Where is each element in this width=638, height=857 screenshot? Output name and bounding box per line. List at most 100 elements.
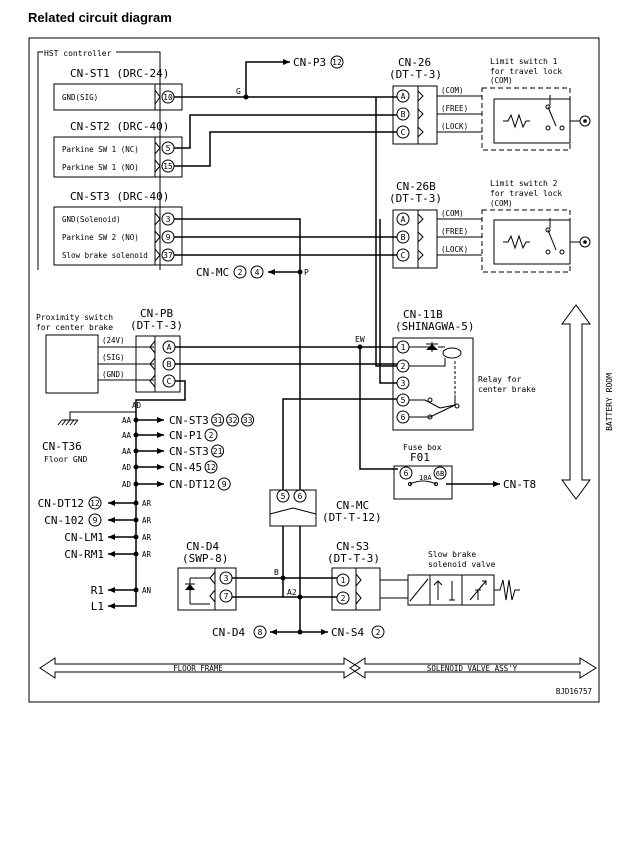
cn-d4-pin3: 3	[224, 574, 229, 583]
ls1-title1: Limit switch 1	[490, 57, 558, 66]
hst-controller-title: HST controller	[44, 49, 112, 58]
cn-26-pin-c: C	[401, 128, 406, 137]
cn-st2-box	[53, 136, 183, 178]
cn-s3-name: CN-S3	[336, 540, 369, 553]
cn-26-name: CN-26	[398, 56, 431, 69]
floor-gnd-label: Floor GND	[44, 455, 88, 464]
gb-pin-circle	[226, 413, 240, 427]
cn-26-pin-a: A	[401, 92, 406, 101]
node-g: G	[236, 87, 241, 96]
gb-pin: 32	[228, 416, 238, 425]
gb-pin: 33	[243, 416, 253, 425]
st3-pin2-label: Parkine SW 2 (NO)	[62, 233, 139, 242]
cn-26b-name: CN-26B	[396, 180, 436, 193]
bottom-section-arrows: FLOOR FRAME SOLENOID VALVE ASS'Y BJD1675…	[39, 657, 597, 696]
cn-11b-pin5: 5	[401, 396, 406, 405]
bottom-cn-d4-pin: 8	[258, 628, 263, 637]
ar-node: AR	[142, 533, 152, 542]
cn-p3-branch: G CN-P3 12	[236, 55, 344, 100]
gb-pin-circle	[204, 460, 218, 474]
ar-pin-circle	[88, 513, 102, 527]
solenoid-assy-label: SOLENOID VALVE ASS'Y	[427, 664, 518, 673]
cn-26b-type: (DT-T-3)	[389, 192, 442, 205]
cn-11b-name: CN-11B	[403, 308, 443, 321]
gb-node: AA	[122, 431, 132, 440]
st1-pin: 10	[163, 93, 173, 102]
gb-label: CN-P1	[169, 429, 202, 442]
fuse-title1: Fuse box	[403, 443, 442, 452]
gb-node: AA	[122, 416, 132, 425]
an-label: R1	[91, 584, 104, 597]
st2-pin2-label: Parkine SW 1 (NO)	[62, 163, 139, 172]
cn-mc-top: CN-MC 2 4 P	[196, 265, 309, 279]
ar-node: AR	[142, 516, 152, 525]
bottom-cn-s4-pin: 2	[376, 628, 381, 637]
cn-11b-pin2: 2	[401, 362, 406, 371]
an-label: L1	[91, 600, 104, 613]
st2-pin1-label: Parkine SW 1 (NC)	[62, 145, 139, 154]
fuse-title2: F01	[410, 451, 430, 464]
cn-26b-free: (FREE)	[441, 227, 468, 236]
gb-label: CN-45	[169, 461, 202, 474]
gb-pin-circle	[241, 413, 255, 427]
page-heading: Related circuit diagram	[28, 10, 172, 25]
cn-pb: CN-PB (DT-T-3) (24V) (SIG) (GND) A B C	[102, 307, 183, 393]
gb-node: AD	[122, 463, 132, 472]
gb-pin-circle	[204, 428, 218, 442]
cn-d4-name: CN-D4	[186, 540, 219, 553]
proximity-switch: Proximity switch for center brake	[36, 313, 154, 394]
cn-mc-top-pin2: 4	[255, 268, 260, 277]
cn-st3-box	[53, 206, 183, 266]
ar-label: CN-LM1	[64, 531, 104, 544]
cn-mc-middle: 5 6 CN-MC (DT-T-12)	[269, 489, 382, 632]
ar-pin: 9	[93, 516, 98, 525]
limit-switch-2: Limit switch 2 for travel lock (COM)	[481, 179, 591, 273]
ground-bus: AD CN-T36 Floor GND	[42, 401, 142, 464]
valve-title2: solenoid valve	[428, 560, 496, 569]
ar-junction	[133, 534, 139, 540]
bottom-cn-d4: CN-D4	[212, 626, 245, 639]
st3-pin2: 9	[166, 233, 171, 242]
cn-26: CN-26 (DT-T-3) A B C (COM) (FREE) (LOCK)	[389, 56, 468, 145]
cn-s3-pin2: 2	[341, 594, 346, 603]
ls2-title1: Limit switch 2	[490, 179, 558, 188]
ar-junction	[133, 500, 139, 506]
wiring-bottom: B A2	[232, 568, 408, 635]
an-node: AN	[142, 586, 151, 595]
ar-junction	[133, 517, 139, 523]
cn-26-free: (FREE)	[441, 104, 468, 113]
fuse-pin-b: 6B	[436, 470, 444, 478]
gb-label: CN-ST3	[169, 445, 209, 458]
node-b: B	[274, 568, 279, 577]
battery-room-arrow: BATTERY ROOM	[561, 304, 614, 500]
cn-11b-pin6: 6	[401, 413, 406, 422]
cn-26-pin-b: B	[401, 110, 406, 119]
prox-title2: for center brake	[36, 323, 113, 332]
diagram-frame	[28, 37, 600, 703]
cn-mc-mid-name: CN-MC	[336, 499, 369, 512]
st3-pin1: 3	[166, 215, 171, 224]
gb-pin: 21	[213, 447, 223, 456]
limit-switch-1: Limit switch 1 for travel lock (COM)	[481, 57, 591, 151]
cn-s3-type: (DT-T-3)	[327, 552, 380, 565]
gb-node: AA	[122, 447, 132, 456]
st3-pin3-label: Slow brake solenoid	[62, 251, 148, 260]
cn-26b-box	[392, 209, 438, 269]
gb-node: AD	[122, 480, 132, 489]
battery-room-label: BATTERY ROOM	[605, 373, 614, 431]
gb-pin-circle	[217, 477, 231, 491]
fuse-out-label: CN-T8	[503, 478, 536, 491]
cn-pb-pin-a: A	[167, 343, 172, 352]
gb-pin-circle	[211, 444, 225, 458]
gb-label: CN-ST3	[169, 414, 209, 427]
cn-p3-pin: 12	[332, 58, 342, 67]
prox-title1: Proximity switch	[36, 313, 113, 322]
wiring-top	[174, 95, 482, 490]
ar-node: AR	[142, 499, 152, 508]
gb-pin: 9	[222, 480, 227, 489]
cn-d4-type: (SWP-8)	[182, 552, 228, 565]
gb-pin-circle	[211, 413, 225, 427]
cn-d4-pin7: 7	[224, 592, 229, 601]
cn-mc-pin5: 5	[281, 492, 286, 501]
